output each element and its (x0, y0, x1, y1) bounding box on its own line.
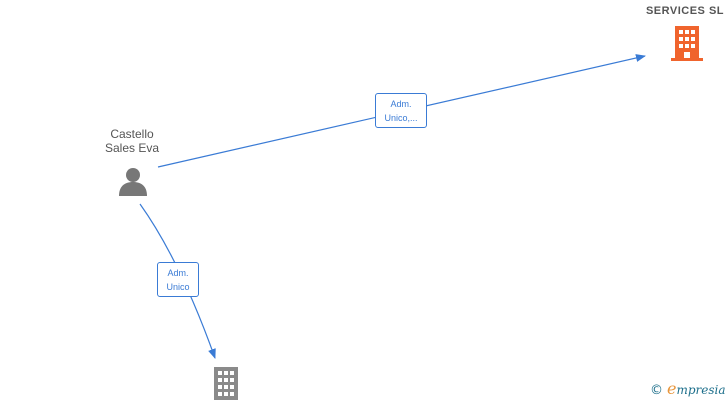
company-top-name: SERVICES SL (645, 5, 725, 17)
person-name-line1: Castello (110, 127, 154, 141)
edge-label-top-line1: Adm. (390, 99, 412, 109)
edge-label-top-line2: Unico,... (384, 113, 418, 123)
person-icon[interactable] (118, 166, 148, 196)
brand-watermark: © empresia (650, 379, 726, 399)
building-icon[interactable] (210, 367, 242, 400)
edge-label-bottom-line2: Unico (166, 282, 190, 292)
brand-initial: e (667, 379, 677, 398)
edge-label-bottom-line1: Adm. (167, 268, 189, 278)
person-name-line2: Sales Eva (104, 141, 160, 155)
edge-label-top[interactable]: Adm. Unico,... (375, 93, 427, 128)
company-top-label[interactable]: SERVICES SL (640, 0, 728, 17)
copyright-symbol: © (650, 383, 663, 398)
building-icon[interactable] (671, 26, 703, 62)
person-label[interactable]: Castello Sales Eva (90, 127, 174, 155)
edge-label-bottom[interactable]: Adm. Unico (157, 262, 199, 297)
brand-name: mpresia (676, 383, 726, 397)
